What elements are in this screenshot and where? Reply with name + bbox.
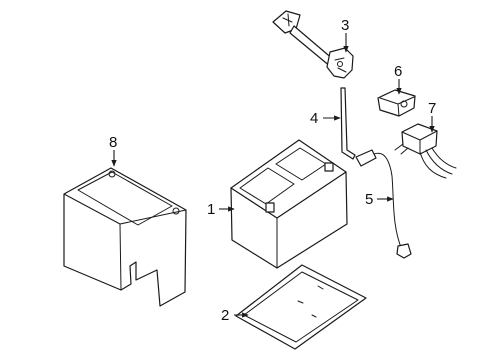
battery [230, 139, 348, 269]
callout-5: 5 [365, 191, 373, 208]
hold-down-rod [340, 87, 356, 160]
callout-leaders [111, 33, 435, 318]
callout-1: 1 [207, 201, 215, 218]
battery-hold-down-bracket [272, 10, 354, 79]
callout-7: 7 [428, 100, 436, 117]
callout-4: 4 [310, 110, 318, 127]
battery-cable [355, 149, 412, 259]
battery-insulator [63, 167, 187, 307]
callout-6: 6 [394, 63, 402, 80]
fusible-link-block [394, 123, 457, 179]
callout-2: 2 [221, 307, 229, 324]
callout-3: 3 [341, 17, 349, 34]
terminal-cover [377, 89, 416, 117]
callout-8: 8 [109, 134, 117, 151]
battery-tray [235, 264, 367, 350]
